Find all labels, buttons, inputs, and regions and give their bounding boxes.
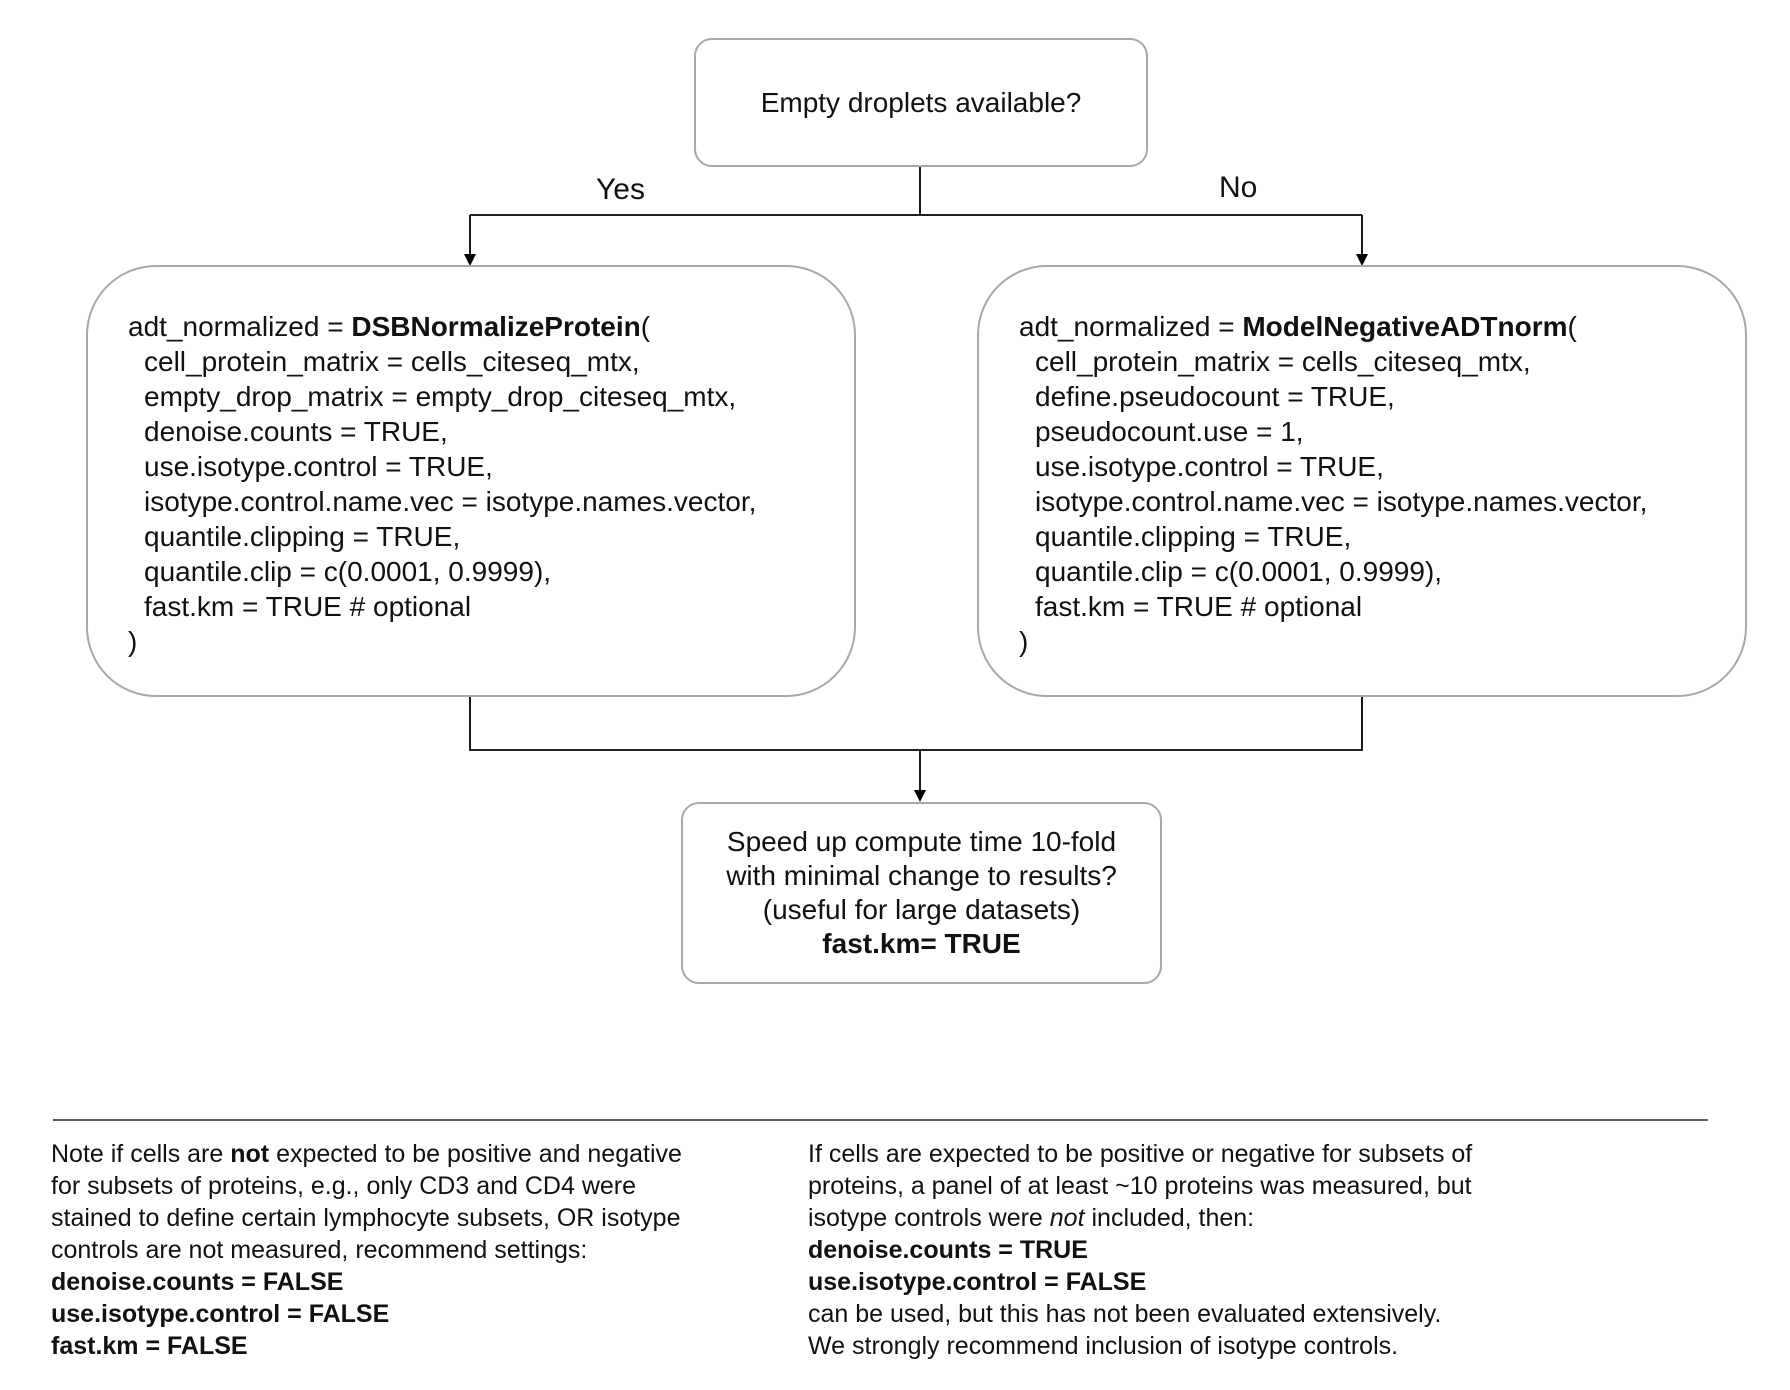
note-setting: use.isotype.control = FALSE — [51, 1300, 390, 1328]
note-setting: denoise.counts = TRUE — [808, 1236, 1088, 1264]
decision-text: Empty droplets available? — [760, 86, 1082, 118]
speed-line: (useful for large datasets) — [762, 894, 1081, 925]
code-arg-line: quantile.clip = c(0.0001, 0.9999), — [1035, 556, 1443, 587]
code-arg-line: pseudocount.use = 1, — [1035, 416, 1304, 447]
note-setting: fast.km = FALSE — [51, 1332, 248, 1360]
speed-up-box: Speed up compute time 10-fold with minim… — [681, 802, 1162, 984]
note-line: Note if cells are not expected to be pos… — [51, 1140, 682, 1168]
code-arg-line: use.isotype.control = TRUE, — [144, 451, 493, 482]
note-left: Note if cells are not expected to be pos… — [51, 1138, 682, 1362]
code-arg-line: fast.km = TRUE # optional — [1035, 591, 1363, 622]
speed-line: Speed up compute time 10-fold — [726, 826, 1117, 857]
code-arg-line: empty_drop_matrix = empty_drop_citeseq_m… — [144, 381, 737, 412]
note-line: We strongly recommend inclusion of isoty… — [808, 1332, 1399, 1360]
branch-label-yes: Yes — [596, 173, 645, 206]
merge-connector — [469, 697, 1363, 751]
code-arg-line: use.isotype.control = TRUE, — [1035, 451, 1384, 482]
code-close-line: ) — [128, 626, 138, 657]
code-arg-line: define.pseudocount = TRUE, — [1035, 381, 1395, 412]
code-call-line: adt_normalized = DSBNormalizeProtein( — [128, 311, 651, 342]
speed-line: with minimal change to results? — [726, 860, 1117, 891]
note-line: controls are not measured, recommend set… — [51, 1236, 588, 1264]
code-arg-line: quantile.clipping = TRUE, — [144, 521, 461, 552]
function-name: ModelNegativeADTnorm — [1242, 311, 1568, 342]
split-connector — [470, 167, 1362, 216]
code-arg-line: quantile.clip = c(0.0001, 0.9999), — [144, 556, 552, 587]
note-setting: denoise.counts = FALSE — [51, 1268, 344, 1296]
code-arg-line: isotype.control.name.vec = isotype.names… — [1035, 486, 1648, 517]
code-close-line: ) — [1019, 626, 1029, 657]
model-negative-adt-box: adt_normalized = ModelNegativeADTnorm( c… — [977, 265, 1747, 697]
note-line: isotype controls were not included, then… — [808, 1204, 1255, 1232]
decision-empty-droplets: Empty droplets available? — [694, 38, 1148, 167]
dsb-normalize-box: adt_normalized = DSBNormalizeProtein( ce… — [86, 265, 856, 697]
code-arg-line: isotype.control.name.vec = isotype.names… — [144, 486, 757, 517]
code-arg-line: fast.km = TRUE # optional — [144, 591, 472, 622]
function-name: DSBNormalizeProtein — [351, 311, 641, 342]
note-line: stained to define certain lymphocyte sub… — [51, 1204, 681, 1232]
note-line: for subsets of proteins, e.g., only CD3 … — [51, 1172, 637, 1200]
note-line: If cells are expected to be positive or … — [808, 1140, 1473, 1168]
code-arg-line: quantile.clipping = TRUE, — [1035, 521, 1352, 552]
speed-setting: fast.km= TRUE — [822, 928, 1021, 959]
code-arg-line: cell_protein_matrix = cells_citeseq_mtx, — [144, 346, 640, 377]
code-call-line: adt_normalized = ModelNegativeADTnorm( — [1019, 311, 1577, 342]
note-setting: use.isotype.control = FALSE — [808, 1268, 1147, 1296]
note-line: proteins, a panel of at least ~10 protei… — [808, 1172, 1472, 1200]
code-arg-line: cell_protein_matrix = cells_citeseq_mtx, — [1035, 346, 1531, 377]
branch-label-no: No — [1219, 171, 1258, 204]
note-line: can be used, but this has not been evalu… — [808, 1300, 1442, 1328]
note-right: If cells are expected to be positive or … — [808, 1138, 1472, 1362]
code-arg-line: denoise.counts = TRUE, — [144, 416, 448, 447]
